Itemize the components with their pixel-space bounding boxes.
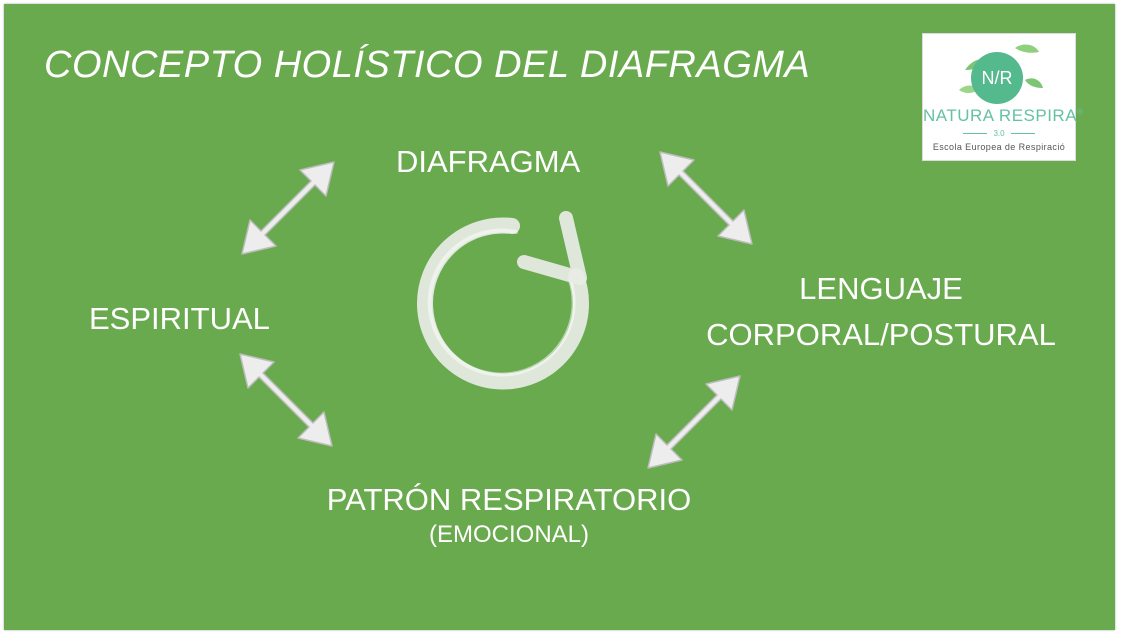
node-lenguaje-line1: LENGUAJE	[799, 271, 963, 306]
node-diafragma: DIAFRAGMA	[396, 144, 581, 179]
natura-respira-logo: N/R NATURA RESPIRA® 3.0 Escola Europea d…	[922, 33, 1083, 161]
cycle-arrow-icon	[417, 211, 589, 390]
logo-brand-text: NATURA RESPIRA	[923, 106, 1078, 125]
double-arrow-diafragma-lenguaje-icon	[659, 151, 753, 245]
node-espiritual: ESPIRITUAL	[89, 301, 270, 336]
node-patron-line2: (EMOCIONAL)	[428, 521, 589, 548]
double-arrow-espiritual-patron-icon	[239, 353, 333, 447]
logo-registered: ®	[1077, 107, 1084, 117]
slide-title: CONCEPTO HOLÍSTICO DEL DIAFRAGMA	[44, 44, 811, 86]
logo-brand: NATURA RESPIRA®	[923, 106, 1083, 126]
node-lenguaje: LENGUAJE CORPORAL/POSTURAL	[696, 266, 1066, 358]
slide: CONCEPTO HOLÍSTICO DEL DIAFRAGMA DIAFRAG…	[4, 4, 1115, 630]
double-arrow-espiritual-diafragma-icon	[241, 161, 335, 255]
logo-tagline: Escola Europea de Respiració	[932, 142, 1066, 152]
node-lenguaje-line2: CORPORAL/POSTURAL	[706, 317, 1056, 352]
node-patron: PATRÓN RESPIRATORIO (EMOCIONAL)	[294, 480, 724, 550]
node-patron-line1: PATRÓN RESPIRATORIO	[326, 482, 692, 517]
logo-version: 3.0	[923, 129, 1075, 138]
double-arrow-lenguaje-patron-icon	[647, 375, 741, 469]
logo-monogram: N/R	[971, 52, 1023, 104]
